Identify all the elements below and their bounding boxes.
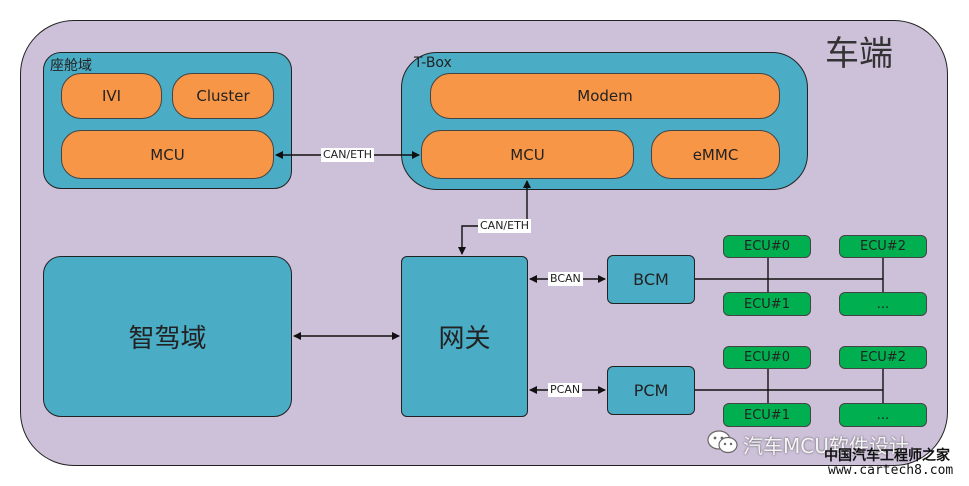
pcm-ecu-0: ECU#0: [723, 346, 811, 369]
watermark-site-name: 中国汽车工程师之家: [824, 448, 950, 464]
bcm-ecu-1: ECU#1: [723, 292, 811, 316]
gateway-block: 网关: [401, 256, 528, 417]
tbox-label: T-Box: [414, 55, 452, 71]
bcm-ecu-0: ECU#0: [723, 235, 811, 258]
cockpit-mcu-block: MCU: [61, 130, 274, 179]
can-eth-label-cockpit-tbox: CAN/ETH: [321, 148, 375, 162]
tbox-mcu-block: MCU: [421, 130, 634, 179]
watermark-site-url: www.cartech8.com: [828, 463, 954, 478]
cluster-block: Cluster: [172, 73, 274, 119]
bcm-block: BCM: [607, 255, 695, 304]
adas-domain-block: 智驾域: [43, 256, 292, 417]
bcan-label: BCAN: [548, 272, 583, 286]
vehicle-side-title: 车端: [825, 34, 893, 74]
pcan-label: PCAN: [548, 383, 583, 397]
emmc-block: eMMC: [651, 130, 780, 179]
pcm-ecu-more: ...: [839, 403, 927, 427]
ivi-block: IVI: [61, 73, 162, 119]
bcm-ecu-2: ECU#2: [839, 235, 927, 258]
cockpit-domain-label: 座舱域: [50, 58, 92, 74]
pcm-block: PCM: [607, 366, 695, 415]
pcm-ecu-1: ECU#1: [723, 403, 811, 427]
wechat-icon: [707, 430, 738, 454]
watermark-account-name: 汽车MCU软件设计: [743, 434, 909, 458]
pcm-ecu-2: ECU#2: [839, 346, 927, 369]
can-eth-label-tbox-gateway: CAN/ETH: [478, 219, 532, 233]
tbox-gateway-link: [458, 180, 531, 255]
modem-block: Modem: [430, 73, 780, 119]
bcm-ecu-more: ...: [839, 292, 927, 316]
